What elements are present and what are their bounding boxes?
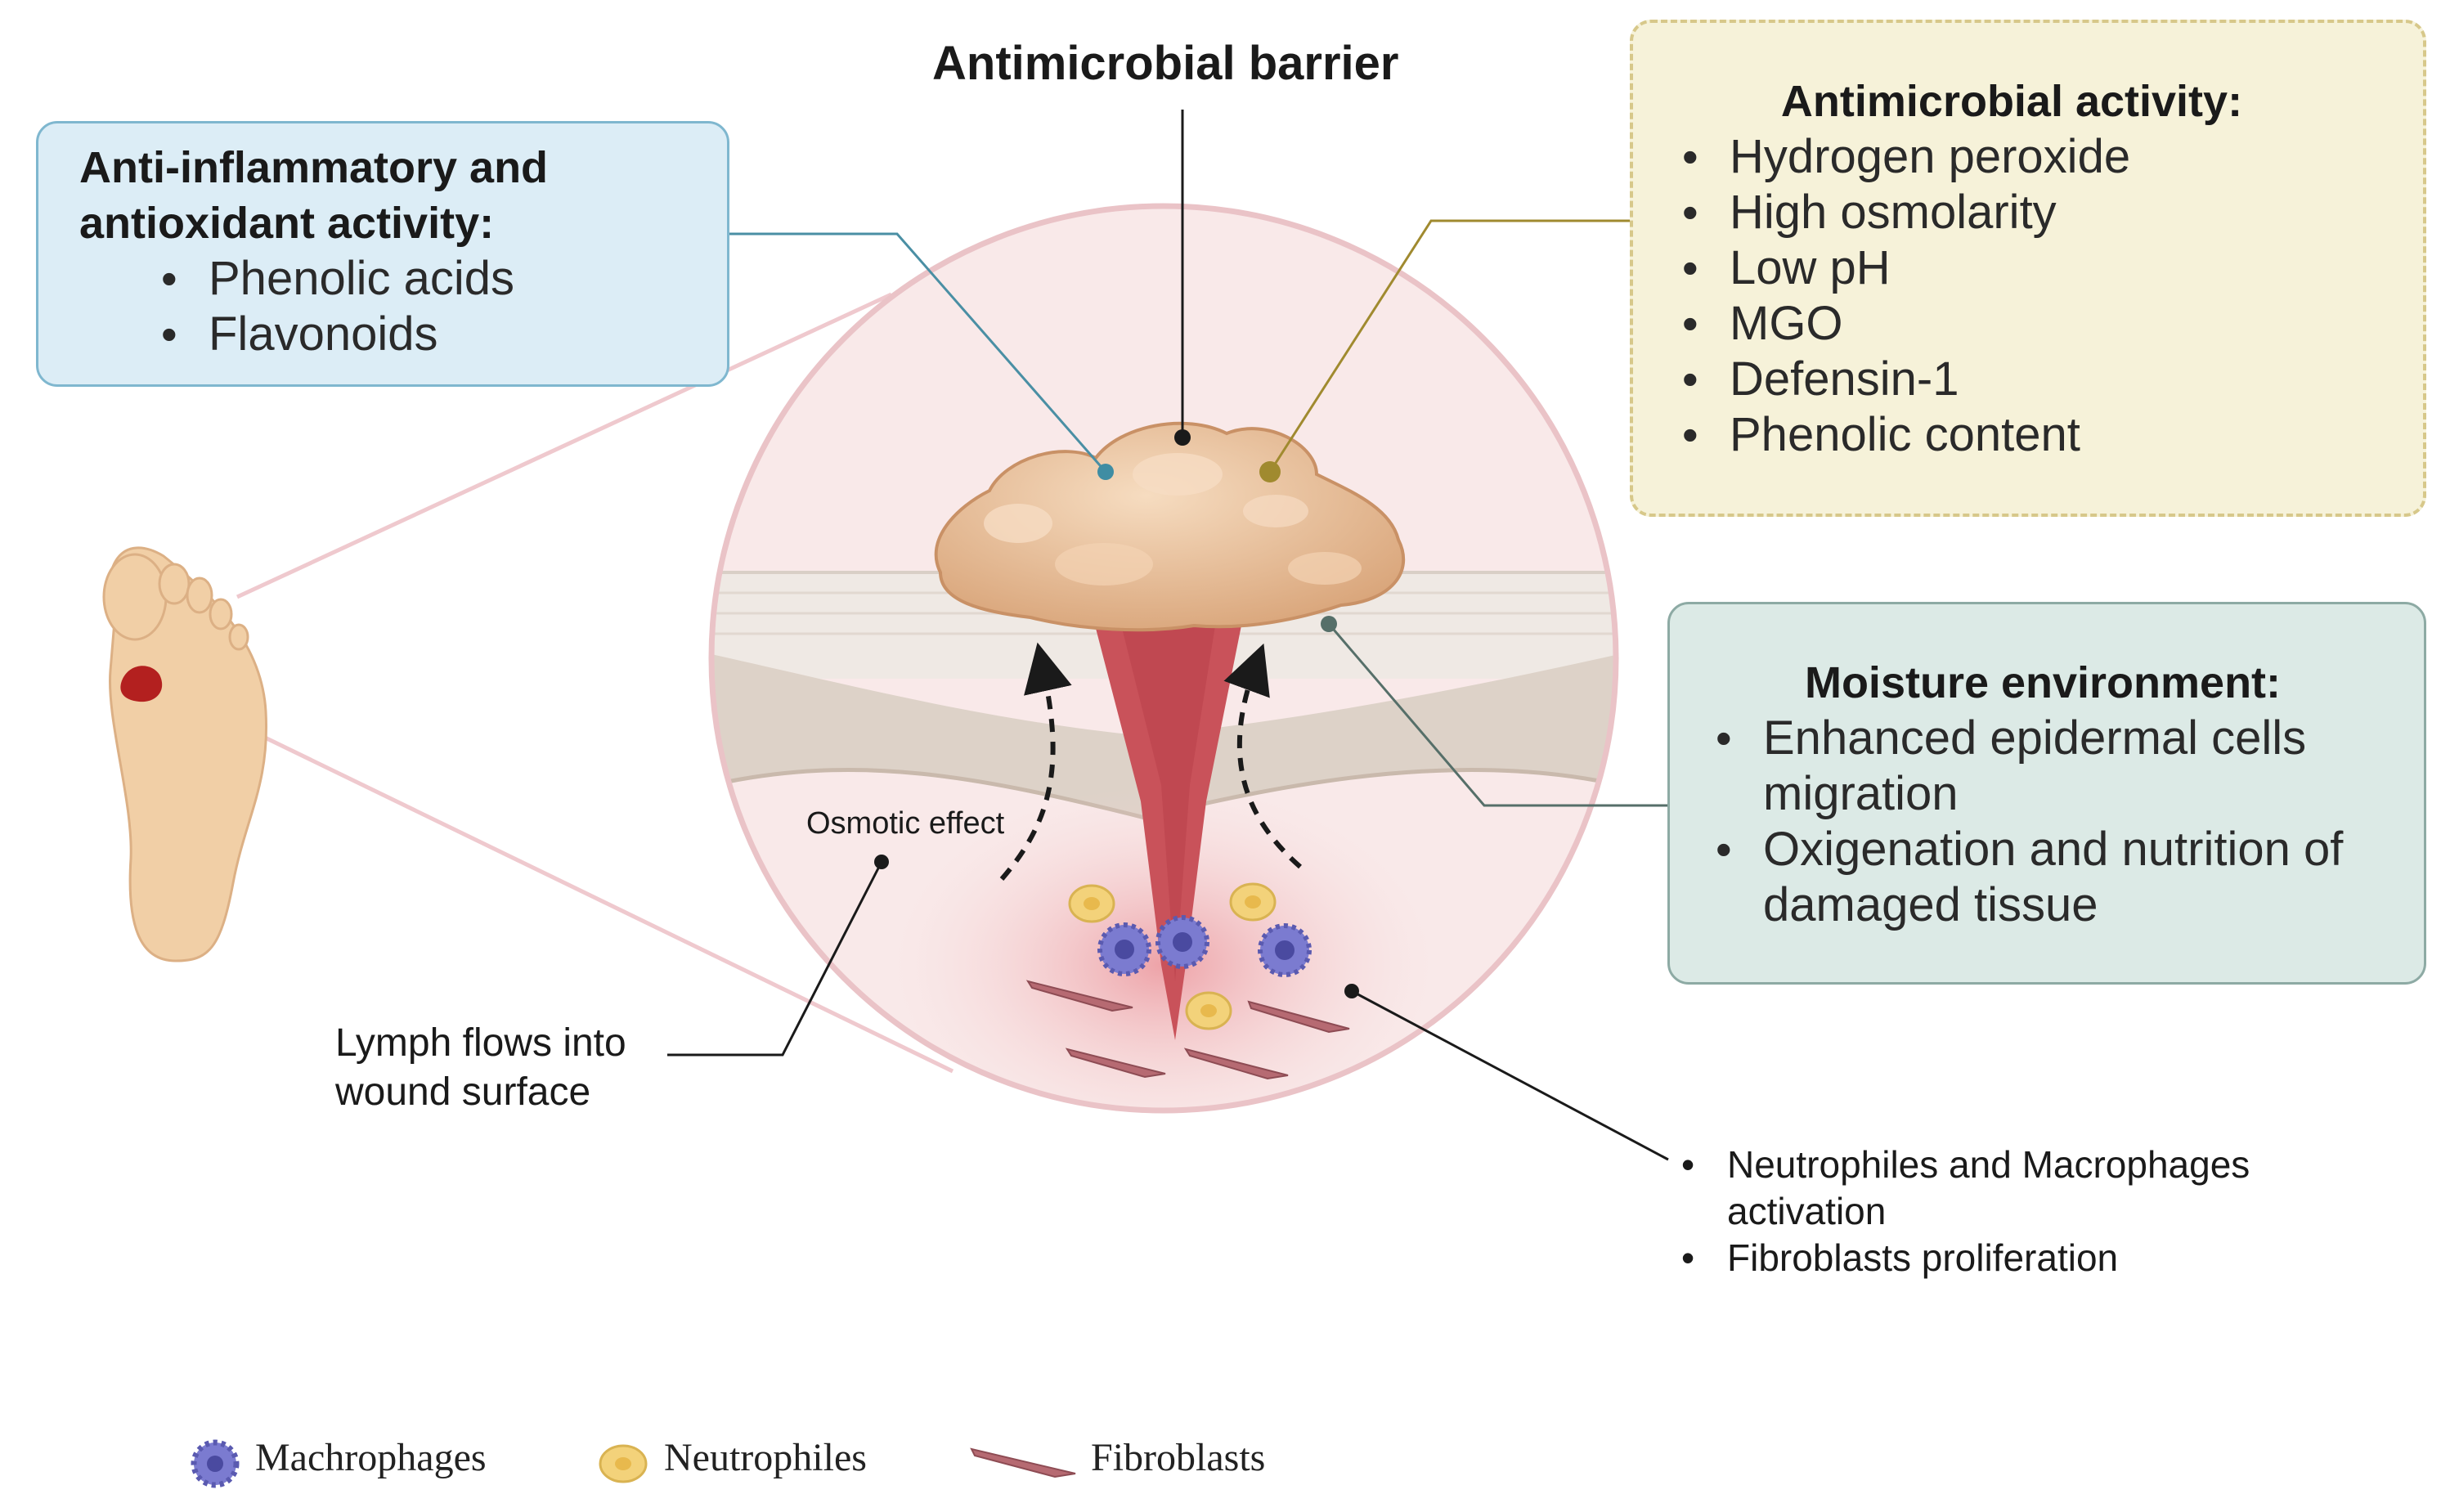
moisture-environment-title: Moisture environment: [1804, 658, 2282, 707]
lymph-flow-label-line2: wound surface [335, 1070, 591, 1114]
anti-inflammatory-title: Anti-inflammatory and antioxidant activi… [79, 140, 727, 251]
leader-lines [667, 110, 1669, 1161]
macrophage-icon [1258, 923, 1312, 977]
list-item: Fibroblasts proliferation [1673, 1235, 2398, 1281]
antimicrobial-activity-box: Antimicrobial activity: Hydrogen peroxid… [1630, 20, 2426, 517]
list-item: High osmolarity [1682, 185, 2423, 240]
macrophage-icon [1155, 915, 1209, 969]
skin-cross-section [708, 203, 1619, 1114]
wound-cells [1025, 882, 1350, 1080]
legend-label: Fibroblasts [1091, 1436, 1266, 1479]
list-item: Neutrophiles and Macrophages activation [1673, 1142, 2398, 1235]
zoom-lines [236, 292, 954, 1074]
list-item: Low pH [1682, 240, 2423, 296]
fibroblast-icon [1065, 1048, 1166, 1079]
moisture-list: Enhanced epidermal cells migration Oxige… [1670, 711, 2391, 933]
antimicrobial-barrier-title: Antimicrobial barrier [932, 37, 1399, 90]
anti-inflammatory-list: Phenolic acids Flavonoids [79, 251, 727, 362]
list-item: Enhanced epidermal cells migration [1716, 711, 2391, 822]
fibroblast-icon [1247, 1000, 1350, 1034]
list-item: Phenolic acids [161, 251, 727, 307]
anti-inflammatory-title-line1: Anti-inflammatory and [79, 143, 549, 192]
antimicrobial-activity-title: Antimicrobial activity: [1780, 77, 2243, 126]
legend-item-fibroblasts: Fibroblasts [1078, 1435, 1265, 1480]
legend-item-macrophages: Machrophages [242, 1435, 487, 1480]
list-item: Phenolic content [1682, 407, 2423, 463]
legend-item-neutrophiles: Neutrophiles [651, 1435, 867, 1480]
foot-icon [102, 546, 268, 962]
list-item: Hydrogen peroxide [1682, 129, 2423, 185]
list-item: Defensin-1 [1682, 352, 2423, 407]
list-item: Oxigenation and nutrition of damaged tis… [1716, 822, 2391, 933]
fibroblast-icon [1025, 980, 1133, 1012]
legend-macrophage-icon [191, 1439, 240, 1488]
legend-label: Machrophages [255, 1436, 487, 1479]
legend-label: Neutrophiles [664, 1436, 867, 1479]
lymph-flow-label-line1: Lymph flows into [335, 1021, 626, 1065]
list-item: MGO [1682, 296, 2423, 352]
anti-inflammatory-box: Anti-inflammatory and antioxidant activi… [36, 121, 729, 387]
legend-fibroblast-icon [970, 1447, 1076, 1478]
antimicrobial-list: Hydrogen peroxide High osmolarity Low pH… [1633, 129, 2423, 463]
leader-dots [874, 429, 1359, 998]
osmotic-effect-label: Osmotic effect [806, 806, 1005, 841]
neutrophil-icon [1185, 991, 1232, 1030]
lymph-flow-label: Lymph flows into wound surface [335, 1019, 626, 1117]
fibroblast-icon [1183, 1048, 1289, 1080]
legend-neutrophil-icon [599, 1444, 648, 1483]
cell-effects-list: Neutrophiles and Macrophages activation … [1673, 1142, 2398, 1281]
macrophage-icon [1097, 922, 1151, 976]
neutrophil-icon [1068, 884, 1115, 923]
list-item: Flavonoids [161, 307, 727, 362]
neutrophil-icon [1229, 882, 1277, 922]
anti-inflammatory-title-line2: antioxidant activity: [79, 199, 495, 248]
moisture-environment-box: Moisture environment: Enhanced epidermal… [1667, 602, 2426, 985]
